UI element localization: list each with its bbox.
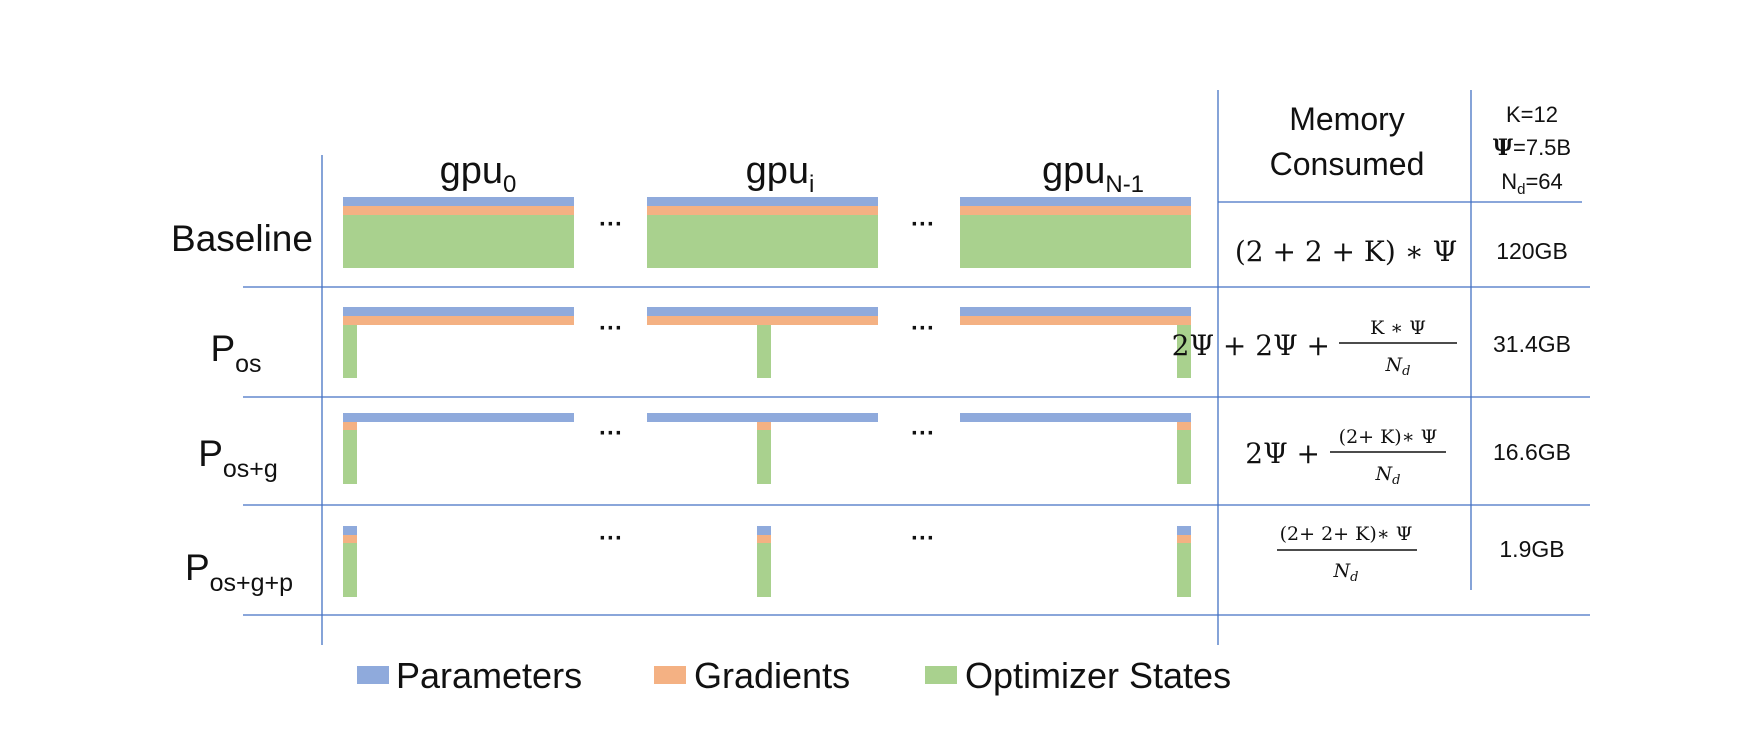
memory-values: 120GB 31.4GB 16.6GB 1.9GB — [1493, 238, 1571, 562]
formula-pos-denominator: Nd — [1385, 354, 1411, 379]
formula-posg-left: 2Ψ + — [1245, 437, 1320, 470]
memory-consumed-header: Memory Consumed — [1270, 101, 1425, 182]
memory-value-posg: 16.6GB — [1493, 439, 1571, 465]
memory-header-line2: Consumed — [1270, 146, 1425, 182]
row-label-baseline: Baseline — [171, 218, 313, 259]
posg-gpu-n1-optimizer-states-bar — [1177, 430, 1191, 484]
ellipsis-posgp-2: ··· — [911, 525, 935, 552]
ellipsis-posg-1: ··· — [599, 420, 623, 447]
baseline-gpu-i-optimizer-states-bar — [647, 215, 878, 268]
legend-swatch-gradients — [654, 666, 686, 684]
pos-gpu-i-optimizer-states-bar — [757, 325, 771, 378]
posgp-gpu-0-parameters-bar — [343, 526, 357, 535]
parameters-header: K=12 Ψ=7.5B Nd=64 — [1493, 102, 1571, 198]
formula-baseline: (2 + 2 + K) ∗ Ψ — [1235, 235, 1457, 268]
row-labels: Baseline Pos Pos+g Pos+g+p — [171, 218, 313, 597]
posg-gpu-n1-parameters-bar — [960, 413, 1191, 422]
baseline-gpu-n1-optimizer-states-bar — [960, 215, 1191, 268]
gpu-n1-header: gpuN-1 — [1042, 150, 1144, 198]
row-label-pos: Pos — [210, 328, 261, 378]
ellipsis-pos-1: ··· — [599, 315, 623, 342]
posgp-gpu-i-optimizer-states-bar — [757, 543, 771, 597]
gpu-column-headers: gpu0 gpui gpuN-1 — [440, 150, 1144, 198]
baseline-gpu-0-gradients-bar — [343, 206, 574, 215]
formula-pos-left: 2Ψ + 2Ψ + — [1172, 329, 1330, 362]
gpu-i-header: gpui — [746, 150, 815, 198]
baseline-gpu-n1-gradients-bar — [960, 206, 1191, 215]
posg-gpu-0-gradients-bar — [343, 422, 357, 430]
memory-value-posgp: 1.9GB — [1499, 536, 1564, 562]
posg-gpu-0-optimizer-states-bar — [343, 430, 357, 484]
pos-gpu-0-parameters-bar — [343, 307, 574, 316]
grid-lines — [243, 90, 1590, 645]
memory-value-pos: 31.4GB — [1493, 331, 1571, 357]
posgp-gpu-n1-optimizer-states-bar — [1177, 543, 1191, 597]
formula-posg-numerator: (2+ K)∗ Ψ — [1339, 426, 1438, 448]
ellipsis-baseline-1: ··· — [599, 211, 623, 238]
row-label-posg: Pos+g — [198, 433, 278, 483]
pos-gpu-0-gradients-bar — [343, 316, 574, 325]
baseline-gpu-n1-parameters-bar — [960, 197, 1191, 206]
posgp-gpu-i-parameters-bar — [757, 526, 771, 535]
ellipsis-posgp-1: ··· — [599, 525, 623, 552]
formula-posgp-numerator: (2+ 2+ K)∗ Ψ — [1280, 523, 1413, 545]
memory-value-baseline: 120GB — [1496, 238, 1568, 264]
posgp-gpu-0-gradients-bar — [343, 535, 357, 543]
posg-gpu-0-parameters-bar — [343, 413, 574, 422]
pos-gpu-n1-optimizer-states-bar — [1177, 325, 1191, 378]
ellipsis-pos-2: ··· — [911, 315, 935, 342]
baseline-gpu-i-gradients-bar — [647, 206, 878, 215]
posg-gpu-i-parameters-bar — [647, 413, 878, 422]
posgp-gpu-0-optimizer-states-bar — [343, 543, 357, 597]
memory-header-line1: Memory — [1289, 101, 1405, 137]
legend-label-optimizer-states: Optimizer States — [965, 655, 1231, 696]
posgp-gpu-n1-gradients-bar — [1177, 535, 1191, 543]
memory-bars — [343, 197, 1191, 597]
pos-gpu-n1-gradients-bar — [960, 316, 1191, 325]
pos-gpu-i-gradients-bar — [647, 316, 878, 325]
baseline-gpu-0-parameters-bar — [343, 197, 574, 206]
legend-swatch-parameters — [357, 666, 389, 684]
formulas: (2 + 2 + K) ∗ Ψ 2Ψ + 2Ψ + K ∗ Ψ Nd 2Ψ + … — [1172, 235, 1458, 585]
legend-label-gradients: Gradients — [694, 655, 850, 696]
formula-pos-numerator: K ∗ Ψ — [1370, 317, 1426, 339]
ellipsis-posg-2: ··· — [911, 420, 935, 447]
k-value: K=12 — [1506, 102, 1558, 127]
baseline-gpu-0-optimizer-states-bar — [343, 215, 574, 268]
posg-gpu-n1-gradients-bar — [1177, 422, 1191, 430]
formula-posgp-denominator: Nd — [1333, 560, 1359, 585]
posg-gpu-i-gradients-bar — [757, 422, 771, 430]
nd-value: Nd=64 — [1501, 169, 1563, 198]
pos-gpu-0-optimizer-states-bar — [343, 325, 357, 378]
psi-value: Ψ=7.5B — [1493, 135, 1571, 161]
pos-gpu-i-parameters-bar — [647, 307, 878, 316]
row-label-posgp: Pos+g+p — [185, 547, 293, 597]
formula-posg-denominator: Nd — [1375, 463, 1401, 488]
posgp-gpu-i-gradients-bar — [757, 535, 771, 543]
gpu-0-header: gpu0 — [440, 150, 517, 198]
posgp-gpu-n1-parameters-bar — [1177, 526, 1191, 535]
legend: Parameters Gradients Optimizer States — [357, 655, 1231, 696]
legend-label-parameters: Parameters — [396, 655, 582, 696]
ellipses: ··· ··· ··· ··· ··· ··· ··· ··· — [599, 211, 935, 552]
legend-swatch-optimizer-states — [925, 666, 957, 684]
posg-gpu-i-optimizer-states-bar — [757, 430, 771, 484]
pos-gpu-n1-parameters-bar — [960, 307, 1191, 316]
ellipsis-baseline-2: ··· — [911, 211, 935, 238]
baseline-gpu-i-parameters-bar — [647, 197, 878, 206]
